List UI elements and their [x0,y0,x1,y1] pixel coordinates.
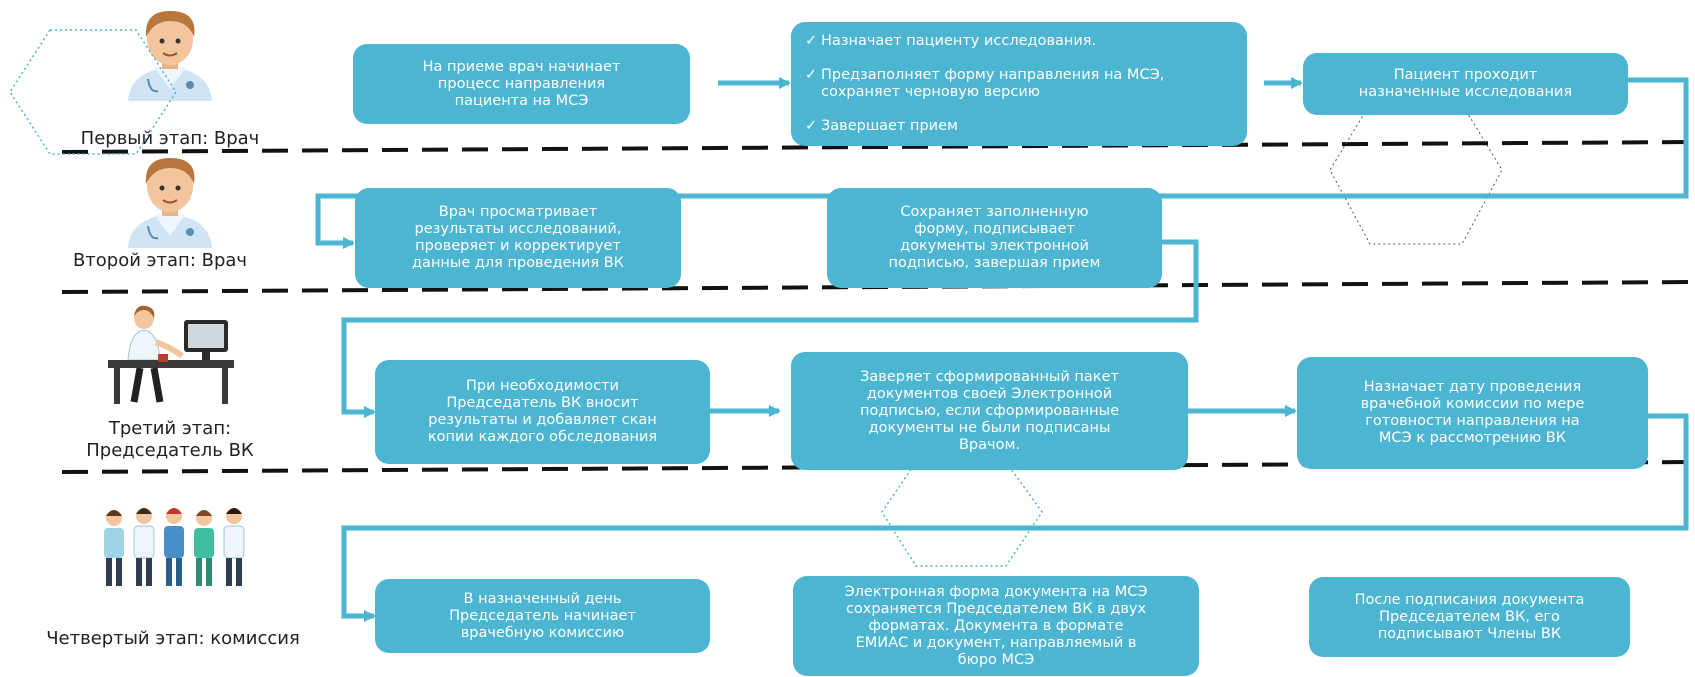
box-stage4-formats: Электронная форма документа на МСЭ сохра… [793,576,1199,676]
box-stage4-members: После подписания документа Председателем… [1309,577,1630,657]
decorative-hexagon-outline [881,461,1043,567]
doctor-avatar-icon [128,11,212,101]
stage-label-3: Третий этап: Председатель ВК [86,418,254,461]
list-item: Завершает прием [805,118,1233,135]
box-stage3-scan: При необходимости Председатель ВК вносит… [375,360,710,464]
stage-divider [61,140,1695,154]
list-item: Назначает пациенту исследования. [805,33,1233,50]
box-stage1-actions: Назначает пациенту исследования. Предзап… [791,22,1247,146]
box-stage4-start: В назначенный день Председатель начинает… [375,579,710,653]
box-stage3-date: Назначает дату проведения врачебной коми… [1297,357,1648,469]
box-stage1-start: На приеме врач начинает процесс направле… [353,44,690,124]
box-stage3-certify: Заверяет сформированный пакет документов… [791,352,1188,470]
flow-arrow [341,239,1199,418]
box-stage2-sign: Сохраняет заполненную форму, подписывает… [827,188,1162,288]
decorative-hexagon-outline [1329,103,1503,245]
list-item: Предзаполняет форму направления на МСЭ, … [805,67,1233,101]
doctor-avatar-icon [128,158,212,248]
doctor-at-desk-icon [108,305,234,404]
box-stage1-patient: Пациент проходит назначенные исследовани… [1303,53,1628,115]
box-stage2-review: Врач просматривает результаты исследован… [355,188,681,288]
actions-list: Назначает пациенту исследования. Предзап… [805,16,1233,152]
stage-label-2: Второй этап: Врач [72,250,248,271]
stage-label-4: Четвертый этап: комиссия [46,628,300,649]
medical-team-icon [104,508,245,586]
flow-arrow [341,413,1689,622]
decorative-hexagon-outline [9,29,177,155]
stage-label-1: Первый этап: Врач [80,128,260,149]
